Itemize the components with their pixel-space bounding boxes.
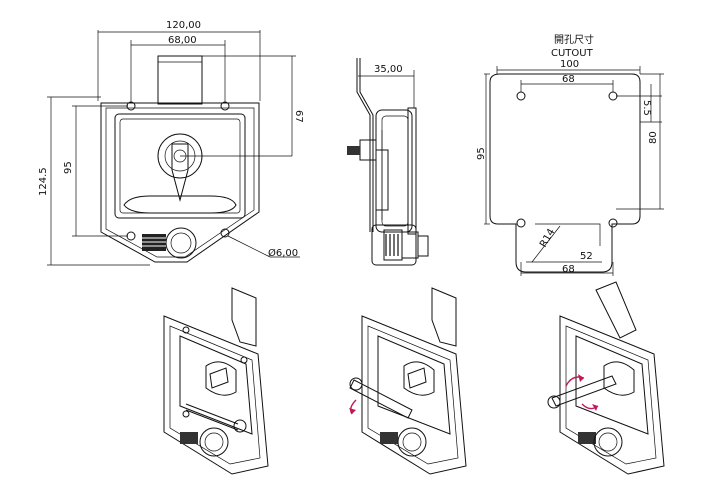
side-depth: 35,00 xyxy=(374,64,403,75)
front-height-inner: 95 xyxy=(63,161,74,174)
cutout-width-holes: 68 xyxy=(562,74,575,85)
cutout-height-small: 5.5 xyxy=(641,100,652,116)
cutout-bottom-inner: 52 xyxy=(580,251,593,262)
cutout-view: 開孔尺寸 CUTOUT 100 68 5.5 80 95 xyxy=(476,33,664,276)
side-view: 35,00 xyxy=(347,58,429,266)
cutout-height-total: 95 xyxy=(476,147,487,160)
cutout-height-right: 80 xyxy=(648,131,659,144)
iso-view-closed xyxy=(163,287,269,475)
iso-view-rotated xyxy=(349,287,467,475)
iso-view-released xyxy=(547,281,665,475)
cutout-width-total: 100 xyxy=(560,59,579,70)
cutout-bottom-outer: 68 xyxy=(562,264,575,275)
cutout-radius: R14 xyxy=(538,227,557,250)
front-view: 120,00 68,00 67 95 124.5 Ø6,00 xyxy=(38,20,304,266)
cutout-title-cn: 開孔尺寸 xyxy=(554,33,594,46)
front-hole-diameter: Ø6,00 xyxy=(268,247,298,259)
front-width-holes: 68,00 xyxy=(168,35,197,46)
front-height-total: 124.5 xyxy=(38,167,49,196)
front-width-total: 120,00 xyxy=(166,20,201,31)
cutout-title-en: CUTOUT xyxy=(551,48,594,59)
front-height-right: 67 xyxy=(293,110,304,123)
